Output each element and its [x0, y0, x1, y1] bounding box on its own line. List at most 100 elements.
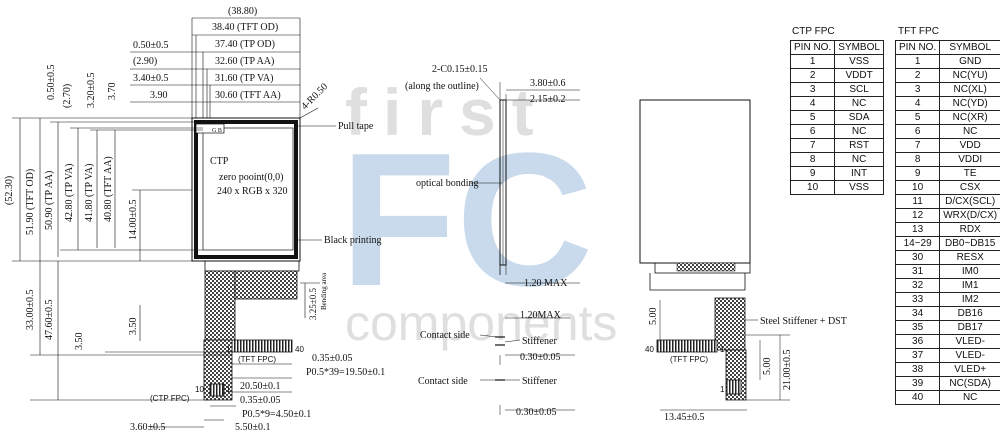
dim-38-80: (38.80) — [228, 6, 257, 17]
ctp-pin-cell: 2 — [789, 68, 836, 83]
vdim-2-70: (2.70) — [62, 84, 73, 108]
dim-30-60: 30.60 (TFT AA) — [215, 90, 281, 101]
steel-stiffener-label: Steel Stiffener + DST — [760, 316, 847, 327]
vdim-33-00: 33.00±0.5 — [25, 290, 36, 331]
ctp-fpc-label: (CTP FPC) — [150, 394, 190, 403]
vdim-41-80: 41.80 (TP VA) — [84, 164, 95, 222]
tft-symbol-cell: WRX(D/CX) — [939, 208, 1000, 223]
stiffener-1: Stiffener — [522, 336, 557, 347]
watermark-components: components — [345, 295, 617, 351]
tft-pin-cell: 7 — [894, 138, 941, 153]
pin-40-label: 40 — [295, 345, 304, 354]
vdim-3-50b: 3.50 — [74, 333, 85, 351]
tft-symbol-cell: VDD — [939, 138, 1000, 153]
back-dim-5-00a: 5.00 — [648, 308, 659, 326]
tft-symbol-cell: RDX — [939, 222, 1000, 237]
max-1-20b: 1.20MAX — [520, 310, 562, 321]
contact-side-2: Contact side — [418, 376, 468, 387]
tft-header-pin: PIN NO. — [894, 40, 941, 55]
vdim-50-90: 50.90 (TP AA) — [44, 171, 55, 230]
pin-1-label: 1 — [226, 345, 231, 354]
ctp-symbol-cell: INT — [834, 166, 884, 181]
vdim-51-90: 51.90 (TFT OD) — [25, 169, 36, 235]
tft-symbol-cell: RESX — [939, 250, 1000, 265]
dim-37-40: 37.40 (TP OD) — [215, 39, 275, 50]
fpc-tail — [204, 270, 236, 342]
ctp-symbol-cell: SDA — [834, 110, 884, 125]
tft-symbol-cell: NC — [939, 390, 1000, 405]
front-view — [12, 17, 336, 428]
ctp-pin-cell: 3 — [789, 82, 836, 97]
tft-pin-cell: 9 — [894, 166, 941, 181]
tft-pin-cell: 5 — [894, 110, 941, 125]
back-pin-40: 40 — [645, 345, 654, 354]
tft-pin-cell: 13 — [894, 222, 941, 237]
ctp-symbol-cell: SCL — [834, 82, 884, 97]
ctp-symbol-cell: VSS — [834, 180, 884, 195]
stiffener-2: Stiffener — [522, 376, 557, 387]
tft-pin-cell: 40 — [894, 390, 941, 405]
gb-mark: G B — [212, 128, 222, 134]
contact-side-1: Contact side — [420, 330, 470, 341]
ctp-symbol-cell: NC — [834, 124, 884, 139]
tft-pin-cell: 32 — [894, 278, 941, 293]
tft-header-symbol: SYMBOL — [939, 40, 1000, 55]
ctp-pin-cell: 7 — [789, 138, 836, 153]
ctp-pin-cell: 1 — [789, 54, 836, 69]
vdim-42-80: 42.80 (TP VA) — [64, 164, 75, 222]
tft-symbol-cell: D/CX(SCL) — [939, 194, 1000, 209]
tft-pin-cell: 37 — [894, 348, 941, 363]
vdim-3-70: 3.70 — [107, 83, 118, 101]
tft-pin-cell: 33 — [894, 292, 941, 307]
tft-pin-cell: 3 — [894, 82, 941, 97]
dim-38-40: 38.40 (TFT OD) — [212, 22, 278, 33]
dim-31-60: 31.60 (TP VA) — [215, 73, 273, 84]
bending-dim: 3.25±0.5 — [308, 288, 318, 320]
tft-symbol-cell: VLED- — [939, 334, 1000, 349]
ctp-header-symbol: SYMBOL — [834, 40, 884, 55]
ctp-pin-cell: 5 — [789, 110, 836, 125]
ctp-header-pin: PIN NO. — [789, 40, 836, 55]
tft-symbol-cell: VDDI — [939, 152, 1000, 167]
tft-fpc-label: (TFT FPC) — [238, 355, 276, 364]
ctp-fpc-contacts — [209, 383, 225, 397]
ctp-table-title: CTP FPC — [792, 26, 835, 37]
ctp-pin-cell: 6 — [789, 124, 836, 139]
active-area — [202, 127, 294, 251]
tft-symbol-cell: NC(XR) — [939, 110, 1000, 125]
vdim-3-50a: 3.50 — [128, 318, 139, 336]
back-dim-13-45: 13.45±0.5 — [664, 412, 705, 423]
vdim-0-50: 0.50±0.5 — [46, 65, 57, 101]
tft-symbol-cell: NC(YD) — [939, 96, 1000, 111]
vdim-3-20: 3.20±0.5 — [86, 73, 97, 109]
tft-symbol-cell: TE — [939, 166, 1000, 181]
back-dim-21-00: 21.00±0.5 — [782, 350, 793, 391]
tft-symbol-cell: CSX — [939, 180, 1000, 195]
dim-3-40: 3.40±0.5 — [133, 73, 169, 84]
ctp-symbol-cell: NC — [834, 152, 884, 167]
optical-bonding-label: optical bonding — [416, 178, 479, 189]
dim-0-30b: 0.30±0.05 — [516, 407, 557, 418]
dim-20-50: 20.50±0.1 — [240, 381, 281, 392]
back-view — [639, 99, 790, 411]
tft-symbol-cell: NC(SDA) — [939, 376, 1000, 391]
tft-pin-cell: 39 — [894, 376, 941, 391]
vdim-47-60: 47.60±0.5 — [44, 300, 55, 341]
